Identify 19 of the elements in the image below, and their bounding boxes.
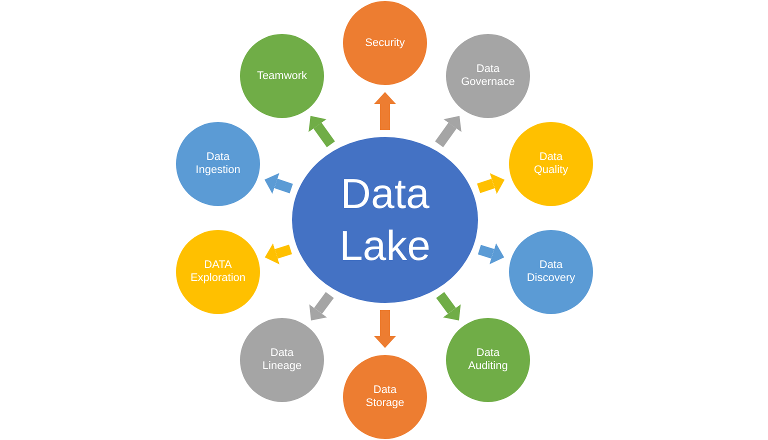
topic-label: Data Quality bbox=[532, 151, 570, 177]
topic-label: Data Lineage bbox=[261, 347, 303, 373]
topic-label: Security bbox=[365, 36, 405, 50]
hub-title: Data Lake bbox=[338, 169, 432, 271]
topic-label: Data Governace bbox=[460, 63, 516, 89]
arrow bbox=[477, 173, 506, 194]
topic-label: Teamwork bbox=[256, 70, 308, 82]
arrow bbox=[478, 243, 506, 264]
topic-label: DATA Exploration bbox=[189, 259, 247, 285]
arrow bbox=[263, 243, 292, 264]
arrow bbox=[436, 292, 464, 324]
topic-label: Data Discovery bbox=[526, 259, 576, 285]
arrow bbox=[374, 92, 396, 130]
arrow bbox=[374, 310, 396, 348]
arrow bbox=[262, 173, 293, 194]
arrow bbox=[306, 292, 334, 324]
topic-label: Data Storage bbox=[364, 384, 406, 410]
topic-label: Data Auditing bbox=[467, 347, 509, 373]
topic-label: Data Ingestion bbox=[194, 151, 242, 177]
